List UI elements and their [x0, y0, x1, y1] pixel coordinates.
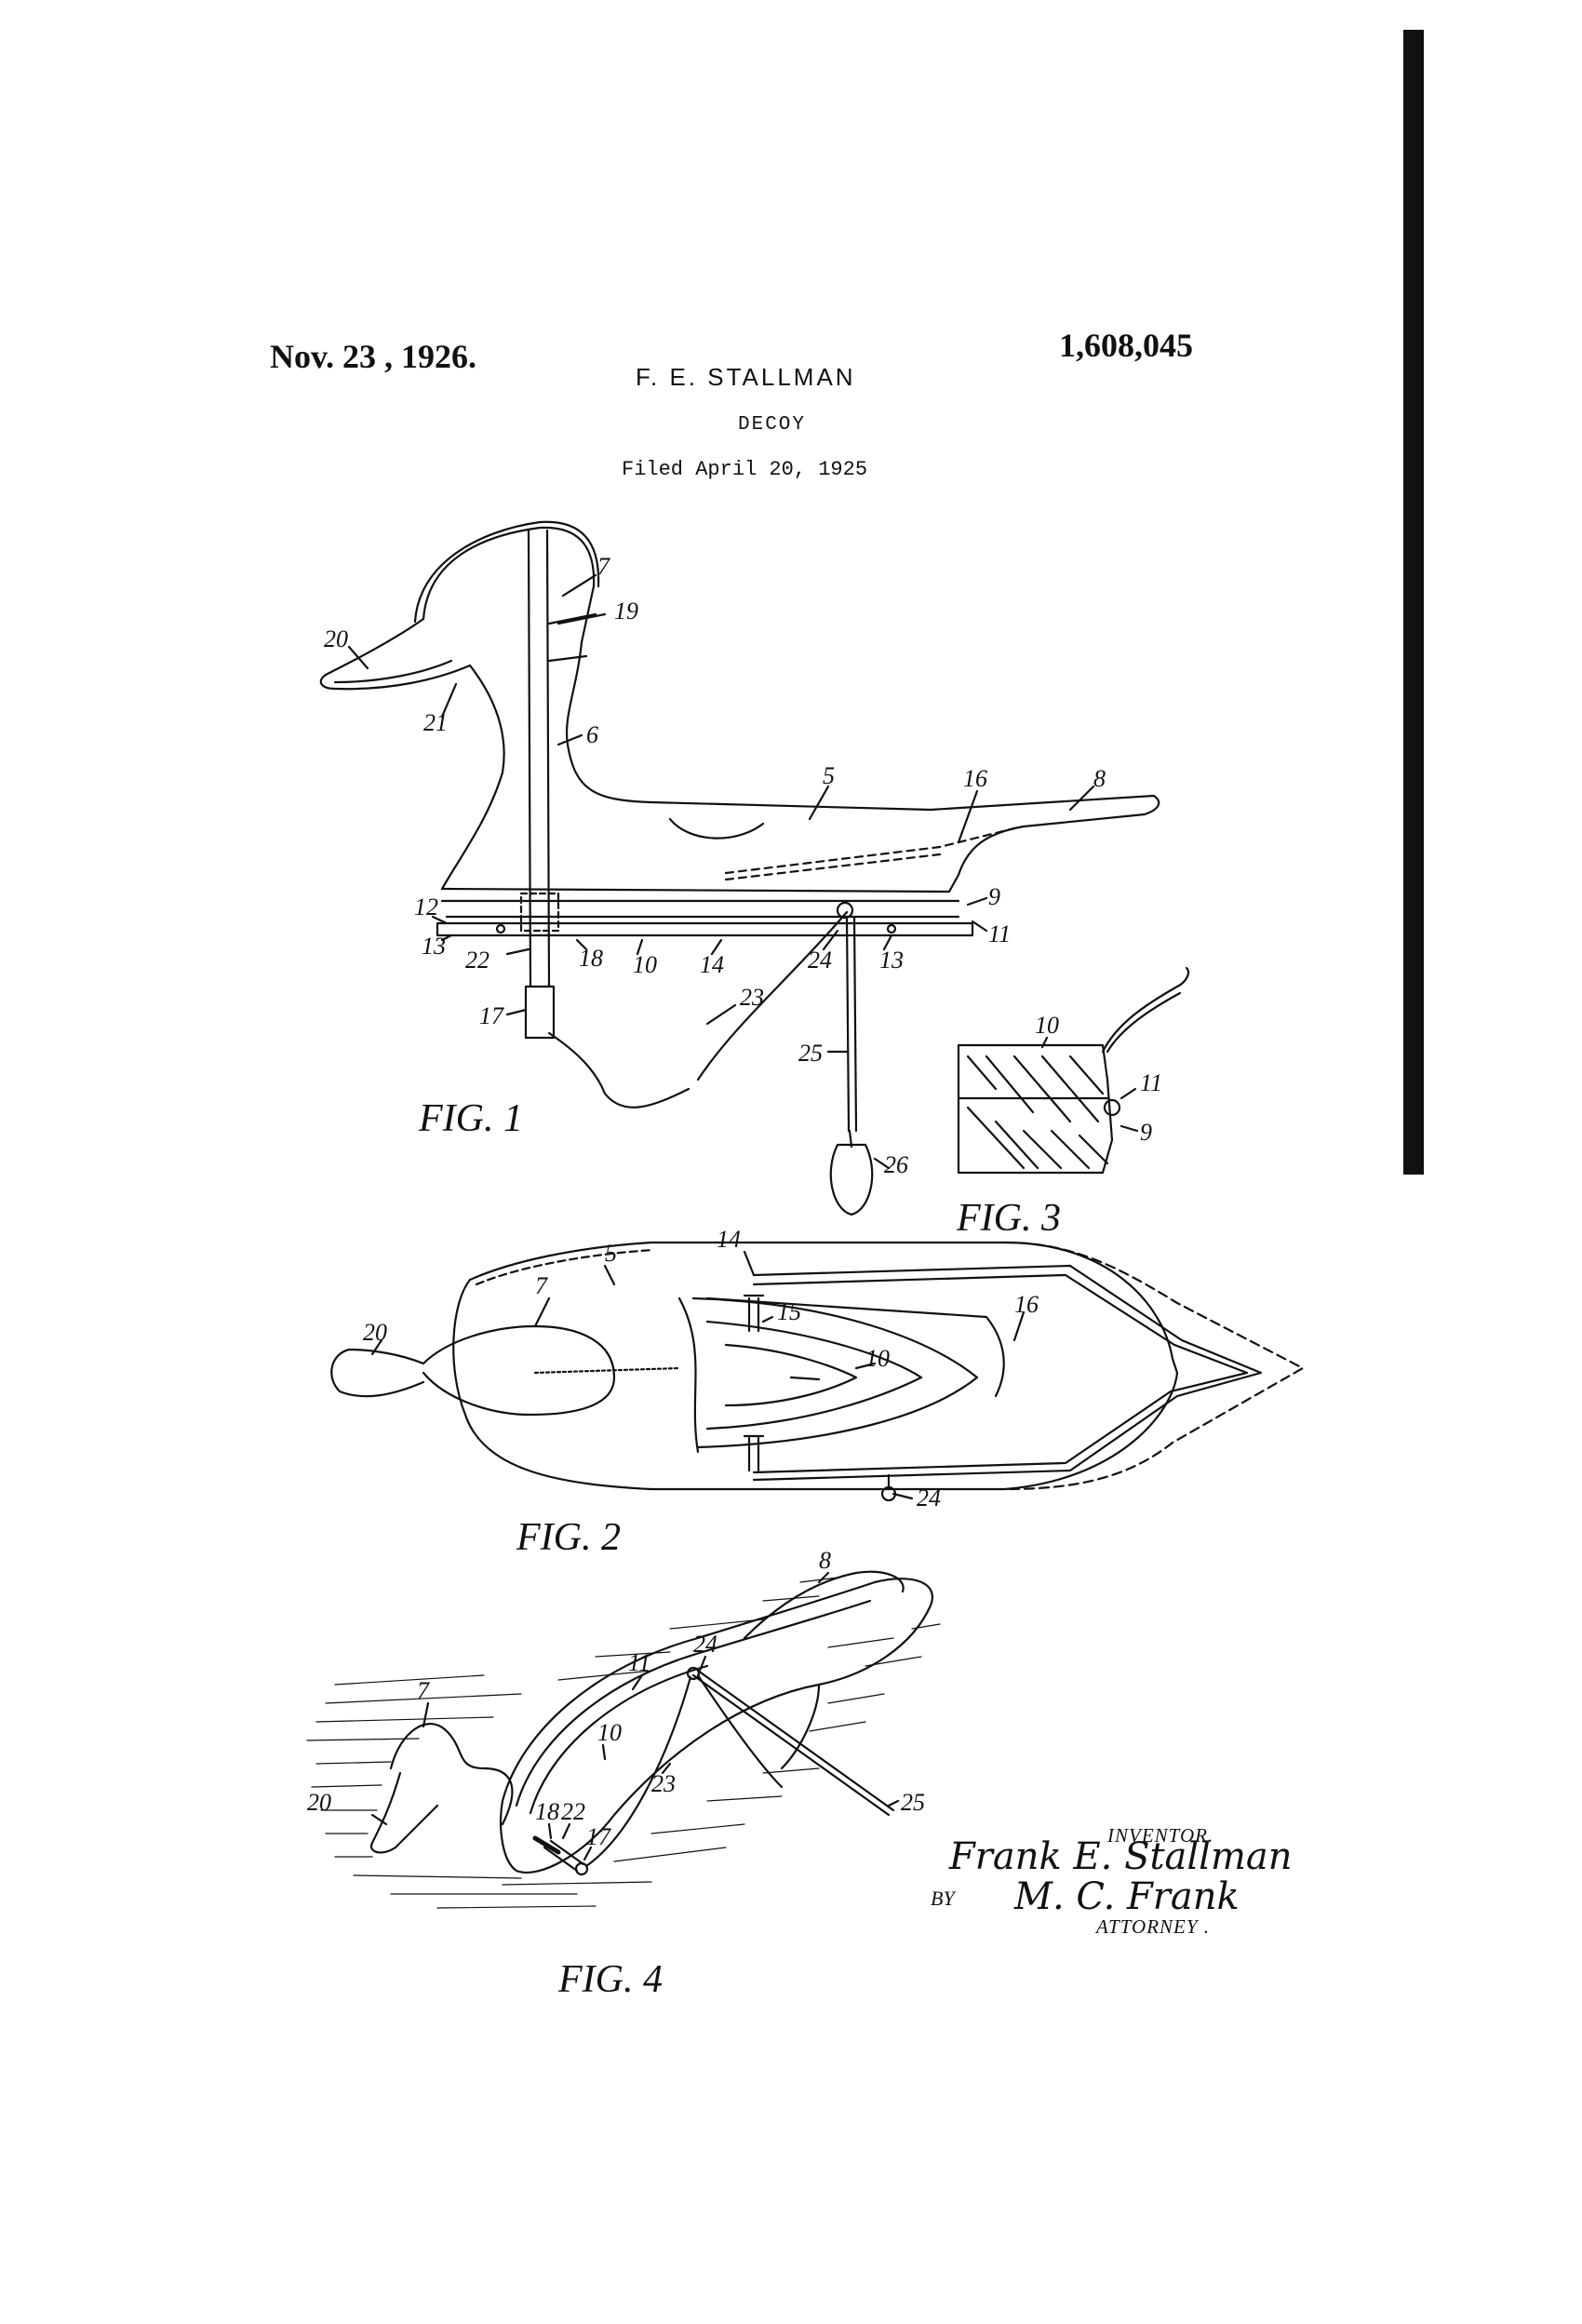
- ref-label: 11: [628, 1649, 650, 1676]
- inventor-name: F. E. STALLMAN: [636, 363, 856, 391]
- ref-label: 25: [798, 1040, 823, 1067]
- ref-label: 5: [823, 762, 835, 789]
- ref-label: 16: [963, 765, 987, 792]
- ref-label: 12: [414, 893, 438, 920]
- ref-label: 11: [988, 920, 1011, 947]
- ref-label: 8: [819, 1547, 831, 1574]
- ref-label: 10: [633, 951, 657, 978]
- scan-edge-bar: [1403, 30, 1424, 1175]
- reference-numerals: 7 19 20 21 6 5 16 8 9 11 12 13 22 18 10 …: [307, 553, 1162, 1850]
- attorney-label: ATTORNEY .: [1096, 1915, 1211, 1938]
- ref-label: 17: [479, 1002, 504, 1029]
- ref-label: 20: [363, 1319, 387, 1346]
- ref-label: 8: [1093, 765, 1106, 792]
- ref-label: 23: [651, 1770, 676, 1797]
- ref-label: 6: [586, 721, 598, 748]
- inventor-signature: Frank E. Stallman: [949, 1835, 1293, 1878]
- ref-label: 5: [605, 1240, 617, 1267]
- ref-label: 14: [717, 1226, 741, 1253]
- ref-label: 20: [324, 625, 348, 652]
- ref-label: 24: [693, 1631, 717, 1658]
- ref-label: 15: [777, 1298, 801, 1325]
- fig3-drawing: [957, 966, 1190, 1175]
- fig1-drawing: [319, 520, 1160, 1216]
- ref-label: 13: [879, 947, 904, 974]
- ref-label: 7: [535, 1272, 548, 1299]
- ref-label: 23: [740, 984, 764, 1011]
- ref-label: 10: [597, 1719, 622, 1746]
- ref-label: 7: [417, 1677, 430, 1704]
- ref-label: 10: [865, 1345, 890, 1372]
- patent-date: Nov. 23 , 1926.: [270, 338, 477, 375]
- ref-label: 9: [988, 883, 1000, 910]
- ref-label: 16: [1014, 1291, 1039, 1318]
- ref-label: 20: [307, 1789, 331, 1816]
- ref-label: 18: [579, 945, 603, 972]
- by-label: BY: [931, 1887, 955, 1910]
- ref-label: 24: [808, 947, 832, 974]
- attorney-signature: M. C. Frank: [1014, 1875, 1240, 1918]
- fig2-label: FIG. 2: [516, 1516, 621, 1559]
- ref-label: 17: [586, 1823, 611, 1850]
- fig1-label: FIG. 1: [418, 1097, 523, 1140]
- ref-label: 10: [1035, 1012, 1059, 1039]
- patent-title: DECOY: [738, 414, 807, 436]
- ref-label: 14: [700, 951, 724, 978]
- ref-label: 24: [917, 1484, 941, 1511]
- inventor-label: INVENTOR.: [1107, 1824, 1214, 1847]
- ref-label: 19: [614, 598, 638, 625]
- ref-label: 22: [465, 947, 489, 974]
- fig4-label: FIG. 4: [557, 1958, 663, 2001]
- ref-label: 9: [1140, 1119, 1152, 1146]
- fig4-drawing: [306, 1570, 941, 1909]
- patent-number: 1,608,045: [1059, 327, 1193, 364]
- ref-label: 26: [884, 1151, 908, 1178]
- filed-date: Filed April 20, 1925: [622, 458, 868, 481]
- ref-label: 11: [1140, 1069, 1162, 1096]
- fig2-drawing: [330, 1241, 1305, 1502]
- ref-label: 18: [535, 1798, 559, 1825]
- ref-label: 25: [901, 1789, 925, 1816]
- fig3-label: FIG. 3: [956, 1197, 1061, 1240]
- ref-label: 22: [561, 1798, 585, 1825]
- ref-label: 21: [423, 709, 448, 736]
- ref-label: 13: [422, 933, 446, 960]
- ref-label: 7: [597, 553, 610, 580]
